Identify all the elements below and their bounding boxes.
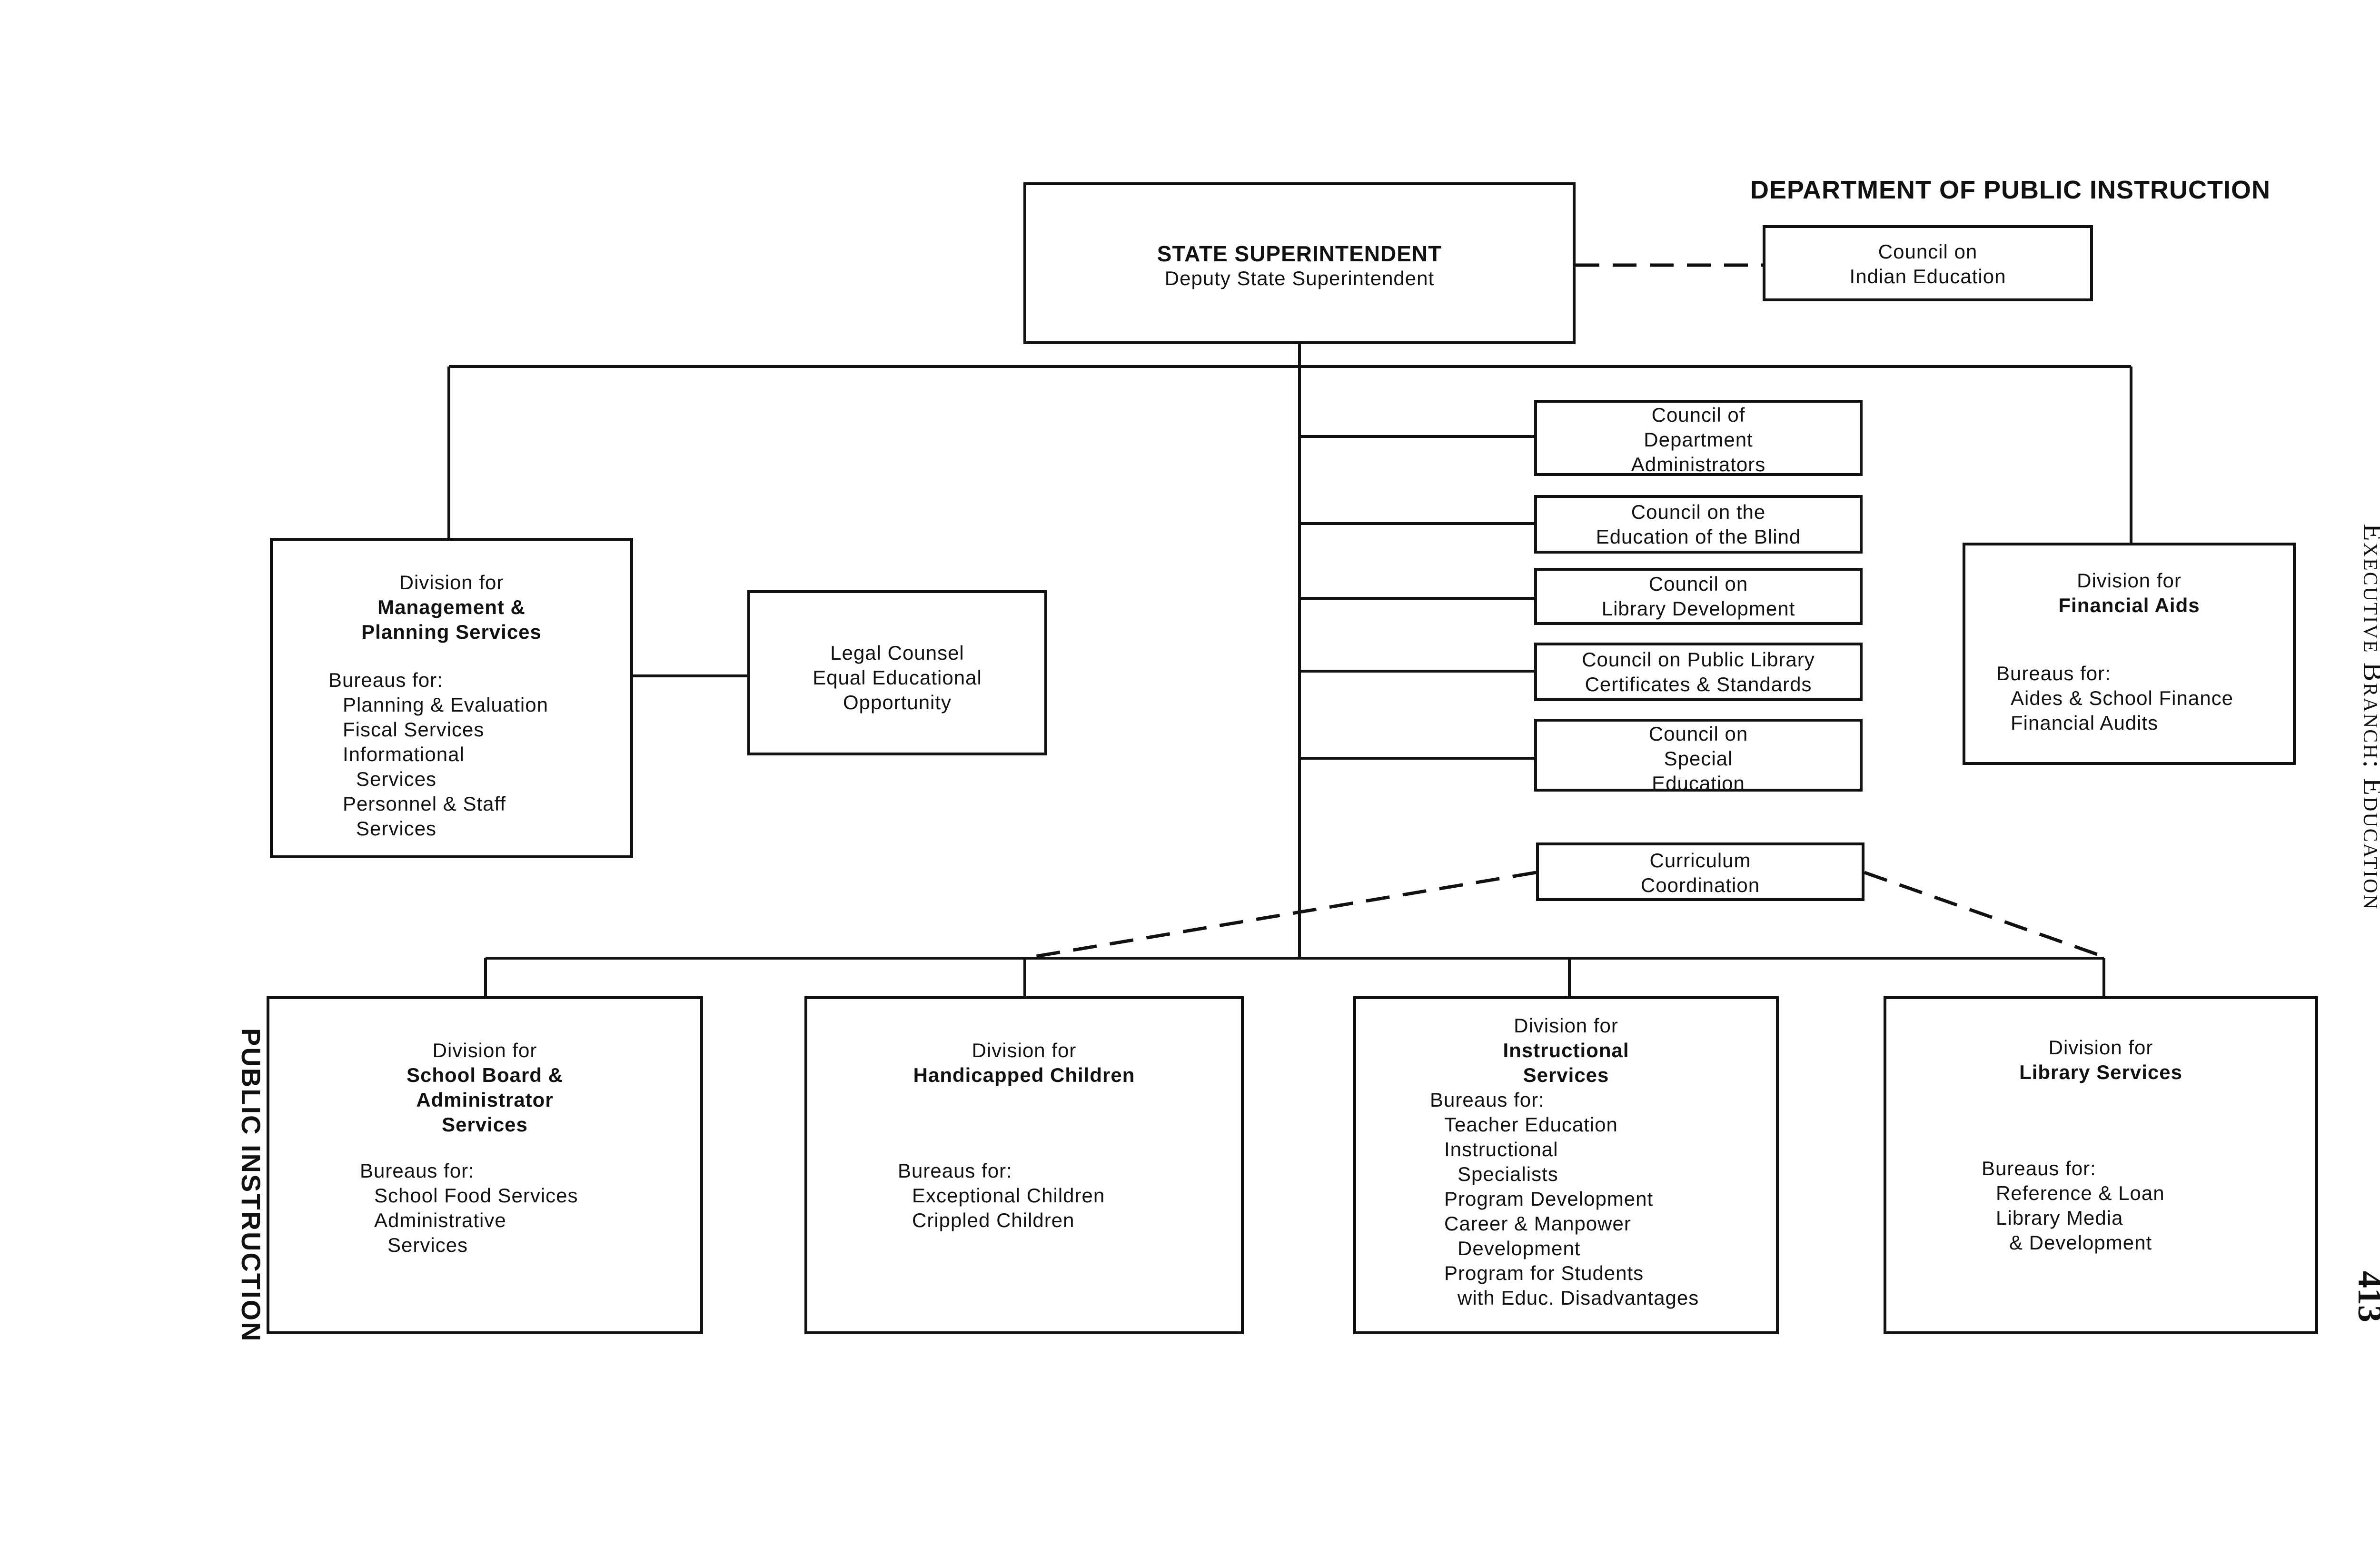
bureau-item: Specialists <box>1458 1163 1558 1185</box>
bureau-item: Fiscal Services <box>343 718 485 741</box>
bureau-item: Services <box>356 768 437 790</box>
bureau-item: Exceptional Children <box>912 1184 1105 1207</box>
division-prefix: Division for <box>432 1039 537 1061</box>
page-number: 413 <box>2351 1271 2380 1322</box>
side-label-public-instruction: PUBLIC INSTRUCTION <box>236 1028 266 1343</box>
council-line: Special <box>1664 747 1733 770</box>
superintendent-title: STATE SUPERINTENDENT <box>1157 241 1442 266</box>
division-prefix: Division for <box>1514 1014 1618 1037</box>
division-management-planning-box: Division for Management & Planning Servi… <box>270 538 633 858</box>
bureaus-label: Bureaus for: <box>328 669 443 691</box>
division-prefix: Division for <box>2077 569 2182 592</box>
curriculum-dashed-right <box>1864 871 2105 959</box>
division-library-services-box: Division for Library Services Bureaus fo… <box>1884 996 2318 1334</box>
council-line: Council on the <box>1631 501 1766 523</box>
bureau-item: Personnel & Staff <box>343 793 506 815</box>
division-prefix: Division for <box>2048 1036 2153 1059</box>
council-line: Certificates & Standards <box>1585 673 1812 695</box>
bureau-item: Planning & Evaluation <box>343 694 548 716</box>
bureaus-label: Bureaus for: <box>1996 662 2111 684</box>
bureau-item: Career & Manpower <box>1444 1212 1631 1235</box>
bureau-item: Financial Audits <box>2011 712 2159 734</box>
bureau-item: Services <box>356 817 437 840</box>
state-superintendent-box: STATE SUPERINTENDENT Deputy State Superi… <box>1023 182 1576 344</box>
bureau-item: & Development <box>2009 1231 2152 1254</box>
council-line: Council of <box>1651 404 1745 426</box>
division-name-line: Planning Services <box>361 621 542 643</box>
legal-counsel-box: Legal Counsel Equal Educational Opportun… <box>747 590 1047 755</box>
division-name-line: Handicapped Children <box>913 1064 1135 1086</box>
bureau-item: Teacher Education <box>1444 1113 1618 1136</box>
council-department-administrators-box: Council of Department Administrators <box>1534 400 1863 476</box>
bureau-item: Aides & School Finance <box>2011 687 2233 709</box>
bureau-item: Development <box>1458 1237 1581 1259</box>
bureau-item: Program for Students <box>1444 1262 1644 1284</box>
bureau-item: Services <box>387 1234 468 1256</box>
council-line: Administrators <box>1631 453 1766 476</box>
division-financial-aids-box: Division for Financial Aids Bureaus for:… <box>1963 543 2296 765</box>
division-prefix: Division for <box>399 571 504 594</box>
curriculum-coordination-box: Curriculum Coordination <box>1536 842 1864 901</box>
council-line: Education <box>1652 772 1745 794</box>
bureaus-label: Bureaus for: <box>360 1160 475 1182</box>
bureaus-list: Bureaus for: Reference & Loan Library Me… <box>1982 1156 2165 1255</box>
bureau-item: Library Media <box>1996 1207 2123 1229</box>
bureau-item: School Food Services <box>374 1184 578 1207</box>
division-prefix: Division for <box>972 1039 1077 1061</box>
division-name-line: Administrator <box>416 1089 554 1111</box>
council-education-blind-box: Council on the Education of the Blind <box>1534 495 1863 554</box>
division-name-line: Services <box>1523 1064 1609 1086</box>
curriculum-dashed-left <box>1024 871 1537 960</box>
council-public-library-box: Council on Public Library Certificates &… <box>1534 643 1863 701</box>
legal-line: Equal Educational <box>813 666 982 689</box>
council-line: Council on <box>1648 573 1748 595</box>
legal-line: Legal Counsel <box>830 642 964 664</box>
bureaus-label: Bureaus for: <box>1982 1157 2096 1179</box>
council-library-development-box: Council on Library Development <box>1534 568 1863 625</box>
page-title: DEPARTMENT OF PUBLIC INSTRUCTION <box>1750 176 2271 204</box>
division-name-line: Instructional <box>1503 1039 1629 1061</box>
division-handicapped-children-box: Division for Handicapped Children Bureau… <box>804 996 1244 1334</box>
indian-education-council-box: Council on Indian Education <box>1763 225 2093 301</box>
council-line: Council on Public Library <box>1582 648 1815 671</box>
division-instructional-services-box: Division for Instructional Services Bure… <box>1353 996 1779 1334</box>
council-line: Council on <box>1878 240 1978 263</box>
bureaus-list: Bureaus for: School Food Services Admini… <box>360 1159 578 1258</box>
bureau-item: Program Development <box>1444 1188 1654 1210</box>
council-line: Department <box>1644 428 1753 451</box>
bureau-item: Administrative <box>374 1209 506 1231</box>
bureaus-list: Bureaus for: Planning & Evaluation Fisca… <box>328 668 548 841</box>
division-name-line: Services <box>442 1113 528 1136</box>
council-line: Council on <box>1648 723 1748 745</box>
bureaus-list: Bureaus for: Teacher Education Instructi… <box>1430 1088 1699 1310</box>
curriculum-line: Coordination <box>1640 874 1760 896</box>
bureau-item: Crippled Children <box>912 1209 1075 1231</box>
bureau-item: Instructional <box>1444 1138 1558 1160</box>
council-line: Library Development <box>1601 597 1795 620</box>
bureau-item: Reference & Loan <box>1996 1182 2165 1204</box>
bureau-item: Informational <box>343 743 465 765</box>
deputy-superintendent: Deputy State Superintendent <box>1164 267 1435 289</box>
division-name-line: School Board & <box>406 1064 564 1086</box>
council-line: Indian Education <box>1849 265 2006 287</box>
division-name-line: Library Services <box>2019 1061 2182 1083</box>
division-name-line: Management & <box>377 596 526 618</box>
council-special-education-box: Council on Special Education <box>1534 719 1863 794</box>
division-name-line: Financial Aids <box>2058 594 2200 616</box>
division-school-board-box: Division for School Board & Administrato… <box>267 996 703 1334</box>
bureaus-label: Bureaus for: <box>898 1160 1012 1182</box>
curriculum-line: Curriculum <box>1649 849 1751 872</box>
legal-line: Opportunity <box>843 691 952 714</box>
bureaus-list: Bureaus for: Aides & School Finance Fina… <box>1996 661 2233 735</box>
council-line: Education of the Blind <box>1596 525 1801 548</box>
bureaus-list: Bureaus for: Exceptional Children Crippl… <box>898 1159 1105 1233</box>
bureaus-label: Bureaus for: <box>1430 1089 1545 1111</box>
bureau-item: with Educ. Disadvantages <box>1458 1287 1699 1309</box>
side-label-executive-branch: Executive Branch: Education <box>2358 524 2380 911</box>
